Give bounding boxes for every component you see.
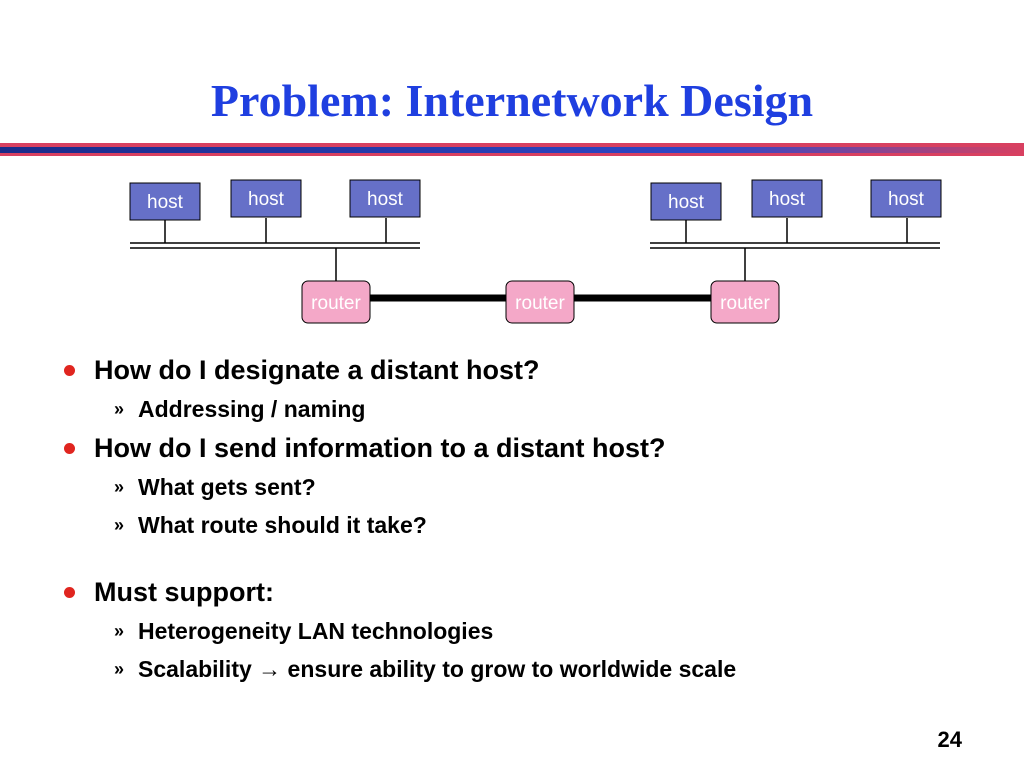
title-divider-top [0,143,1024,147]
host-label: host [769,189,806,210]
sub-bullet-marker: » [114,658,125,679]
sub-bullet-text: Addressing / naming [138,395,366,422]
router-node: router [301,280,371,324]
bullet-text: Must support: [94,576,274,607]
host-node: host [349,179,421,218]
list-spacer [60,544,990,572]
title-divider-middle [0,147,1024,153]
sub-bullet-text: What route should it take? [138,511,427,538]
host-label: host [248,189,285,210]
title-divider-bottom [0,153,1024,156]
router-node: router [710,280,780,324]
host-node: host [129,182,201,221]
sub-bullet-marker: » [114,476,125,497]
sub-bullet-text: What gets sent? [138,473,316,500]
sub-bullet-marker: » [114,620,125,641]
router-label: router [515,293,565,314]
sub-bullet-marker: » [114,398,125,419]
bullet-dot-icon [64,586,75,598]
internetwork-diagram: host host host host host host router rou… [129,179,942,324]
router-label: router [311,293,361,314]
sub-bullet-text: Scalability → ensure ability to grow to … [138,655,737,682]
slide-title: Problem: Internetwork Design [210,75,814,126]
bullet-item: Must support: [60,572,990,612]
host-node: host [870,179,942,218]
sub-bullet-text: Heterogeneity LAN technologies [138,617,494,644]
bullet-item: How do I designate a distant host? [60,350,990,390]
sub-bullet-item: » Addressing / naming [60,390,990,428]
router-node: router [505,280,575,324]
host-label: host [147,192,184,213]
host-node: host [751,179,823,218]
bullet-list: How do I designate a distant host? » Add… [60,350,990,688]
sub-bullet-item: » What gets sent? [60,468,990,506]
sub-bullet-item: » What route should it take? [60,506,990,544]
host-label: host [888,189,925,210]
page-number: 24 [937,727,962,752]
bullet-item: How do I send information to a distant h… [60,428,990,468]
sub-bullet-marker: » [114,514,125,535]
host-label: host [668,192,705,213]
sub-bullet-item: » Heterogeneity LAN technologies [60,612,990,650]
bullet-dot-icon [64,442,75,454]
bullet-dot-icon [64,364,75,376]
router-label: router [720,293,770,314]
bullet-text: How do I send information to a distant h… [94,432,666,463]
sub-bullet-item: » Scalability → ensure ability to grow t… [60,650,990,688]
host-label: host [367,189,404,210]
host-node: host [230,179,302,218]
host-node: host [650,182,722,221]
bullet-text: How do I designate a distant host? [94,354,540,385]
